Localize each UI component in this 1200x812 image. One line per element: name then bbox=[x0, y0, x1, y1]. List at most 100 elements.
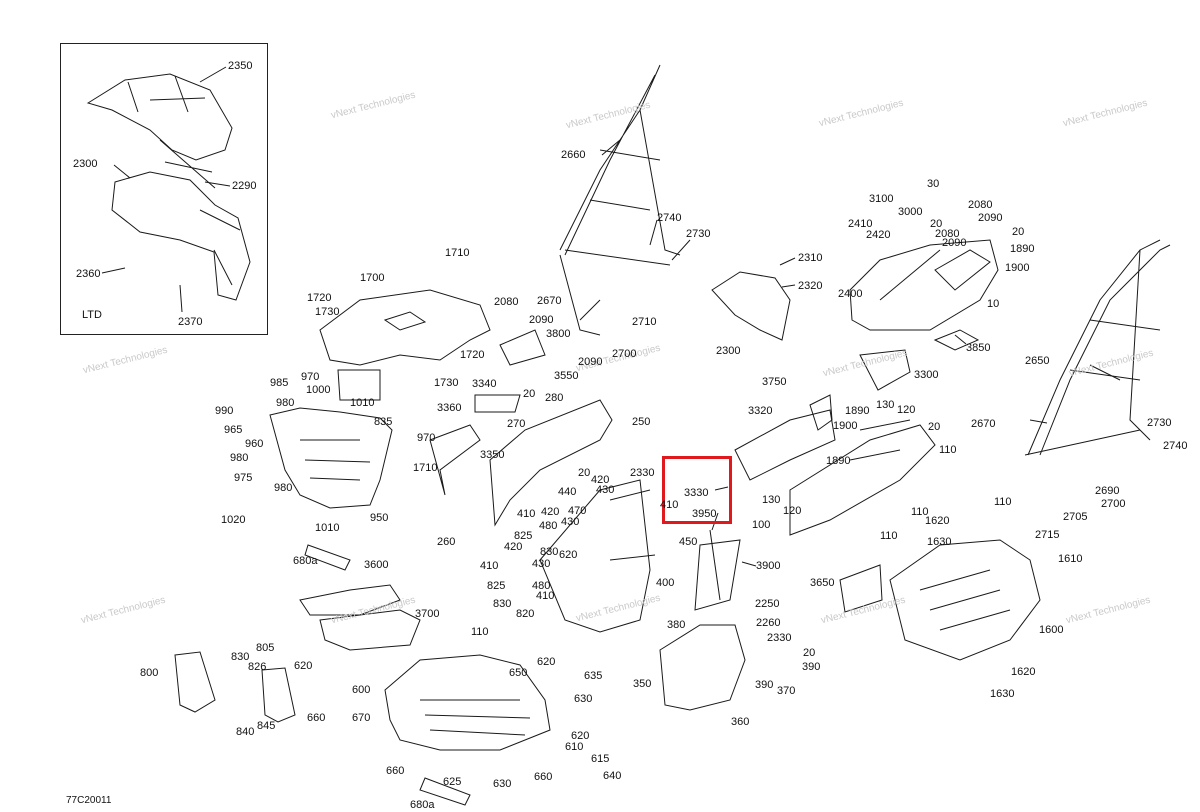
part-label: 110 bbox=[994, 496, 1012, 508]
part-label: 620 bbox=[294, 660, 313, 672]
part-label: 3900 bbox=[756, 560, 781, 572]
part-label: 1900 bbox=[1005, 262, 1030, 274]
part-label: 660 bbox=[307, 712, 326, 724]
part-label: 250 bbox=[632, 416, 651, 428]
part-label: 830 bbox=[540, 546, 559, 558]
part-label: 1600 bbox=[1039, 624, 1064, 636]
part-label: 3340 bbox=[472, 378, 497, 390]
part-label: 1720 bbox=[460, 349, 485, 361]
part-label: 620 bbox=[571, 730, 590, 742]
part-label: 1620 bbox=[925, 515, 950, 527]
part-label: 960 bbox=[245, 438, 264, 450]
part-label: 20 bbox=[1012, 226, 1025, 238]
part-label: 440 bbox=[558, 486, 577, 498]
part-label: 130 bbox=[876, 399, 895, 411]
part-label: 2090 bbox=[529, 314, 554, 326]
part-label: 20 bbox=[523, 388, 536, 400]
part-label: 2410 bbox=[848, 218, 873, 230]
part-label: 2650 bbox=[1025, 355, 1050, 367]
part-label: 1710 bbox=[445, 247, 470, 259]
part-label: 1700 bbox=[360, 272, 385, 284]
part-label: 130 bbox=[762, 494, 781, 506]
part-label: 2330 bbox=[630, 467, 655, 479]
part-label: 3650 bbox=[810, 577, 835, 589]
part-label: 2420 bbox=[866, 229, 891, 241]
part-label: 120 bbox=[897, 404, 916, 416]
part-label: 410 bbox=[480, 560, 499, 572]
part-label: 360 bbox=[731, 716, 750, 728]
part-label: 2350 bbox=[228, 60, 253, 72]
part-label: 2090 bbox=[942, 237, 967, 249]
part-label: 1710 bbox=[413, 462, 438, 474]
part-label: 650 bbox=[509, 667, 528, 679]
part-label: 390 bbox=[755, 679, 774, 691]
part-label: 350 bbox=[633, 678, 652, 690]
part-label: 640 bbox=[603, 770, 622, 782]
highlighted-part-label: 3950 bbox=[692, 508, 717, 520]
part-label: 2670 bbox=[971, 418, 996, 430]
part-label: 20 bbox=[578, 467, 591, 479]
part-label: 1890 bbox=[845, 405, 870, 417]
part-label: 950 bbox=[370, 512, 389, 524]
part-label: 845 bbox=[257, 720, 276, 732]
part-label: 1730 bbox=[315, 306, 340, 318]
part-label: 2300 bbox=[716, 345, 741, 357]
part-label: 1720 bbox=[307, 292, 332, 304]
part-label: 635 bbox=[584, 670, 603, 682]
part-label: 2740 bbox=[1163, 440, 1188, 452]
part-label: 2090 bbox=[978, 212, 1003, 224]
part-label: 660 bbox=[386, 765, 405, 777]
part-label: 830 bbox=[493, 598, 512, 610]
part-label: 980 bbox=[274, 482, 293, 494]
part-label: 370 bbox=[777, 685, 796, 697]
part-label: 625 bbox=[443, 776, 462, 788]
part-label: 2690 bbox=[1095, 485, 1120, 497]
part-label: 480 bbox=[539, 520, 558, 532]
part-label: 990 bbox=[215, 405, 234, 417]
part-label: 260 bbox=[437, 536, 456, 548]
part-label: 1730 bbox=[434, 377, 459, 389]
part-label: 110 bbox=[911, 506, 929, 518]
part-label: 3300 bbox=[914, 369, 939, 381]
part-label: 470 bbox=[568, 505, 587, 517]
part-label: 835 bbox=[374, 416, 393, 428]
part-label: 2740 bbox=[657, 212, 682, 224]
part-label: 2700 bbox=[612, 348, 637, 360]
part-label: 2370 bbox=[178, 316, 203, 328]
part-label: 2660 bbox=[561, 149, 586, 161]
part-label: 620 bbox=[537, 656, 556, 668]
part-label: 840 bbox=[236, 726, 255, 738]
part-label: 110 bbox=[939, 444, 957, 456]
part-label: 3350 bbox=[480, 449, 505, 461]
part-label: 2080 bbox=[935, 228, 960, 240]
highlighted-part-label: 3330 bbox=[684, 487, 709, 499]
part-label: 2080 bbox=[968, 199, 993, 211]
part-label: 2250 bbox=[755, 598, 780, 610]
part-label: 2300 bbox=[73, 158, 98, 170]
part-label: 660 bbox=[534, 771, 553, 783]
part-label: 3000 bbox=[898, 206, 923, 218]
part-label: 3850 bbox=[966, 342, 991, 354]
part-label: 3550 bbox=[554, 370, 579, 382]
part-label: 450 bbox=[679, 536, 698, 548]
part-label: 20 bbox=[803, 647, 816, 659]
part-label: 480 bbox=[532, 580, 551, 592]
part-label: 610 bbox=[565, 741, 584, 753]
part-label: 270 bbox=[507, 418, 526, 430]
part-label: 1630 bbox=[927, 536, 952, 548]
part-label: 3600 bbox=[364, 559, 389, 571]
part-label: 400 bbox=[656, 577, 675, 589]
part-label: 1010 bbox=[350, 397, 375, 409]
part-label: 110 bbox=[880, 530, 898, 542]
part-label: 420 bbox=[504, 541, 523, 553]
part-label: 805 bbox=[256, 642, 275, 654]
part-label: 826 bbox=[248, 661, 267, 673]
part-label: 825 bbox=[487, 580, 506, 592]
part-label: 670 bbox=[352, 712, 371, 724]
part-label: 2290 bbox=[232, 180, 257, 192]
part-label: 3700 bbox=[415, 608, 440, 620]
part-label: 1000 bbox=[306, 384, 331, 396]
part-label: 410 bbox=[660, 499, 679, 511]
